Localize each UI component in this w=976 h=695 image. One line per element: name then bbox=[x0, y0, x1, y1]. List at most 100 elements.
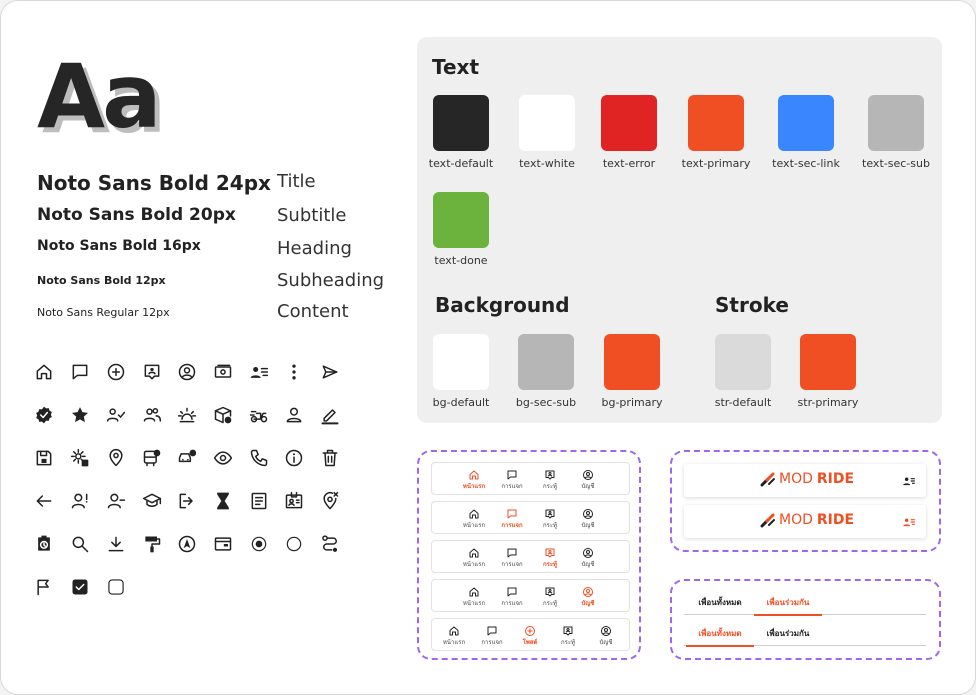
type-spec-label: Noto Sans Bold 12px bbox=[37, 274, 166, 287]
id-card-icon[interactable] bbox=[283, 490, 305, 512]
car-alert-icon[interactable] bbox=[176, 447, 198, 469]
user-list-icon[interactable] bbox=[902, 514, 916, 528]
nav-item-user-circle[interactable]: บัญชี bbox=[568, 505, 608, 530]
money-icon[interactable] bbox=[212, 361, 234, 383]
arrow-left-icon[interactable] bbox=[33, 490, 55, 512]
nav-item-home[interactable]: หน้าแรก bbox=[454, 583, 494, 608]
bus-clock-icon[interactable] bbox=[141, 447, 163, 469]
trash-icon[interactable] bbox=[319, 447, 341, 469]
graduation-cap-icon[interactable] bbox=[141, 490, 163, 512]
nav-item-chat[interactable]: การแจก bbox=[472, 622, 512, 647]
logout-icon[interactable] bbox=[176, 490, 198, 512]
paint-roller-icon[interactable] bbox=[141, 533, 163, 555]
nav-item-plus-circle[interactable]: โพสต์ bbox=[510, 622, 550, 647]
user-minus-icon[interactable] bbox=[105, 490, 127, 512]
route-icon[interactable] bbox=[319, 533, 341, 555]
radio-checked-icon[interactable] bbox=[248, 533, 270, 555]
tab-item[interactable]: เพื่อนร่วมกัน bbox=[766, 629, 810, 638]
nav-item-message-person[interactable]: กระทู้ bbox=[530, 544, 570, 569]
chat-icon[interactable] bbox=[69, 361, 91, 383]
color-swatch-label: text-done bbox=[434, 254, 488, 267]
plus-circle-icon[interactable] bbox=[105, 361, 127, 383]
color-swatch bbox=[715, 334, 771, 390]
nav-item-chat[interactable]: การแจก bbox=[492, 505, 532, 530]
hourglass-icon[interactable] bbox=[212, 490, 234, 512]
info-icon[interactable] bbox=[283, 447, 305, 469]
color-swatch-label: bg-primary bbox=[601, 396, 663, 409]
location-pin-icon[interactable] bbox=[105, 447, 127, 469]
type-role-label: Heading bbox=[277, 238, 352, 259]
nav-item-chat[interactable]: การแจก bbox=[492, 583, 532, 608]
document-icon[interactable] bbox=[248, 490, 270, 512]
message-person-icon bbox=[544, 583, 556, 597]
user-list-icon[interactable] bbox=[248, 361, 270, 383]
bottom-nav-variants: หน้าแรกการแจกกระทู้บัญชีหน้าแรกการแจกกระ… bbox=[417, 450, 641, 660]
delivery-scooter-icon[interactable] bbox=[248, 404, 270, 426]
checkbox-checked-icon[interactable] bbox=[69, 576, 91, 598]
clipboard-clock-icon[interactable] bbox=[33, 533, 55, 555]
send-icon[interactable] bbox=[319, 361, 341, 383]
users-icon[interactable] bbox=[141, 404, 163, 426]
tab-item[interactable]: เพื่อนทั้งหมด bbox=[686, 627, 754, 647]
phone-icon[interactable] bbox=[248, 447, 270, 469]
person-icon[interactable] bbox=[283, 404, 305, 426]
home-icon bbox=[468, 544, 480, 558]
flag-icon[interactable] bbox=[33, 576, 55, 598]
bottom-nav-bar: หน้าแรกการแจก กระทู้บัญชี bbox=[431, 501, 630, 534]
nav-item-message-person[interactable]: กระทู้ bbox=[530, 466, 570, 491]
checkbox-unchecked-icon[interactable] bbox=[105, 576, 127, 598]
nav-item-user-circle[interactable]: บัญชี bbox=[568, 466, 608, 491]
user-alert-icon[interactable] bbox=[69, 490, 91, 512]
tab-item[interactable]: เพื่อนร่วมกัน bbox=[754, 596, 822, 616]
tab-bar: เพื่อนทั้งหมด เพื่อนร่วมกัน bbox=[684, 622, 926, 647]
plus-circle-icon bbox=[524, 622, 536, 636]
color-swatch-label: text-white bbox=[519, 157, 575, 170]
edit-icon[interactable] bbox=[319, 404, 341, 426]
settings-user-icon[interactable] bbox=[69, 447, 91, 469]
eye-icon[interactable] bbox=[212, 447, 234, 469]
nav-item-home[interactable]: หน้าแรก bbox=[454, 466, 494, 491]
nav-item-message-person[interactable]: กระทู้ bbox=[548, 622, 588, 647]
download-icon[interactable] bbox=[105, 533, 127, 555]
nav-item-home[interactable]: หน้าแรก bbox=[434, 622, 474, 647]
message-person-icon[interactable] bbox=[141, 361, 163, 383]
alarm-light-icon[interactable] bbox=[176, 404, 198, 426]
badge-check-icon[interactable] bbox=[33, 404, 55, 426]
wallet-icon[interactable] bbox=[212, 533, 234, 555]
nav-item-message-person[interactable]: กระทู้ bbox=[530, 505, 570, 530]
nav-item-label: การแจก bbox=[501, 522, 523, 529]
color-swatch bbox=[433, 334, 489, 390]
user-circle-icon[interactable] bbox=[176, 361, 198, 383]
nav-item-user-circle[interactable]: บัญชี bbox=[568, 544, 608, 569]
chat-icon bbox=[506, 466, 518, 480]
users-check-icon[interactable] bbox=[105, 404, 127, 426]
type-role-label: Title bbox=[277, 171, 316, 192]
star-icon[interactable] bbox=[69, 404, 91, 426]
nav-item-chat[interactable]: การแจก bbox=[492, 544, 532, 569]
nav-item-message-person[interactable]: กระทู้ bbox=[530, 583, 570, 608]
save-icon[interactable] bbox=[33, 447, 55, 469]
navigation-icon[interactable] bbox=[176, 533, 198, 555]
nav-item-home[interactable]: หน้าแรก bbox=[454, 544, 494, 569]
more-vertical-icon[interactable] bbox=[283, 361, 305, 383]
search-icon[interactable] bbox=[69, 533, 91, 555]
nav-item-chat[interactable]: การแจก bbox=[492, 466, 532, 491]
radio-unchecked-icon[interactable] bbox=[283, 533, 305, 555]
home-icon[interactable] bbox=[33, 361, 55, 383]
tab-item[interactable]: เพื่อนทั้งหมด bbox=[698, 598, 742, 607]
nav-item-user-circle[interactable]: บัญชี bbox=[586, 622, 626, 647]
user-list-icon[interactable] bbox=[902, 473, 916, 487]
nav-item-label: หน้าแรก bbox=[462, 600, 486, 607]
location-x-icon[interactable] bbox=[319, 490, 341, 512]
nav-item-home[interactable]: หน้าแรก bbox=[454, 505, 494, 530]
box-clock-icon[interactable] bbox=[212, 404, 234, 426]
home-icon bbox=[468, 505, 480, 519]
user-circle-icon bbox=[582, 583, 594, 597]
home-icon bbox=[468, 583, 480, 597]
nav-item-user-circle[interactable]: บัญชี bbox=[568, 583, 608, 608]
color-swatch-label: text-sec-link bbox=[772, 157, 840, 170]
